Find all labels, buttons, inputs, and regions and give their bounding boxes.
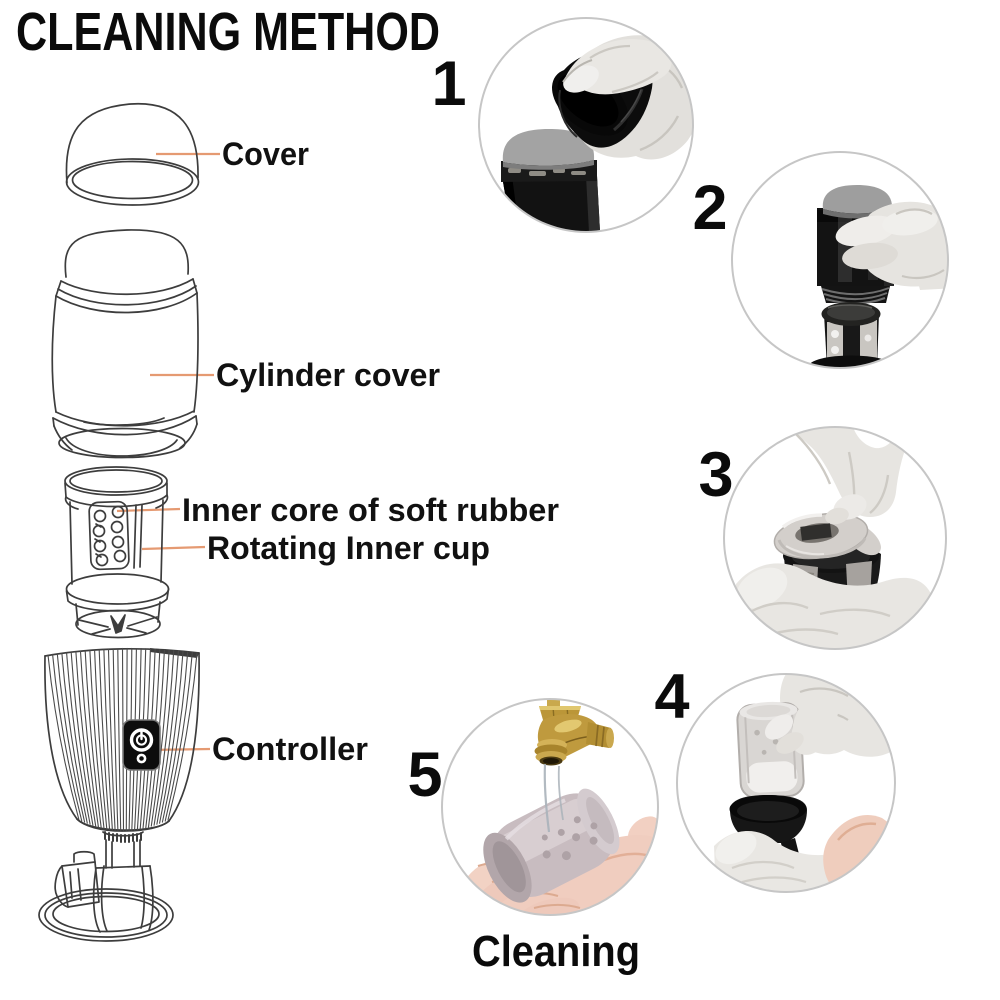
svg-text:4: 4 [654, 662, 689, 732]
svg-text:Controller: Controller [212, 731, 368, 767]
svg-text:Cleaning: Cleaning [472, 927, 640, 976]
svg-text:Rotating Inner cup: Rotating Inner cup [207, 530, 490, 566]
svg-text:CLEANING METHOD: CLEANING METHOD [16, 2, 440, 62]
svg-text:Cylinder cover: Cylinder cover [216, 357, 440, 393]
svg-text:3: 3 [698, 440, 733, 510]
svg-text:2: 2 [692, 173, 727, 243]
svg-text:Cover: Cover [222, 136, 309, 172]
svg-text:5: 5 [407, 740, 442, 810]
svg-text:1: 1 [431, 49, 466, 119]
svg-text:Inner core of soft rubber: Inner core of soft rubber [182, 492, 559, 528]
